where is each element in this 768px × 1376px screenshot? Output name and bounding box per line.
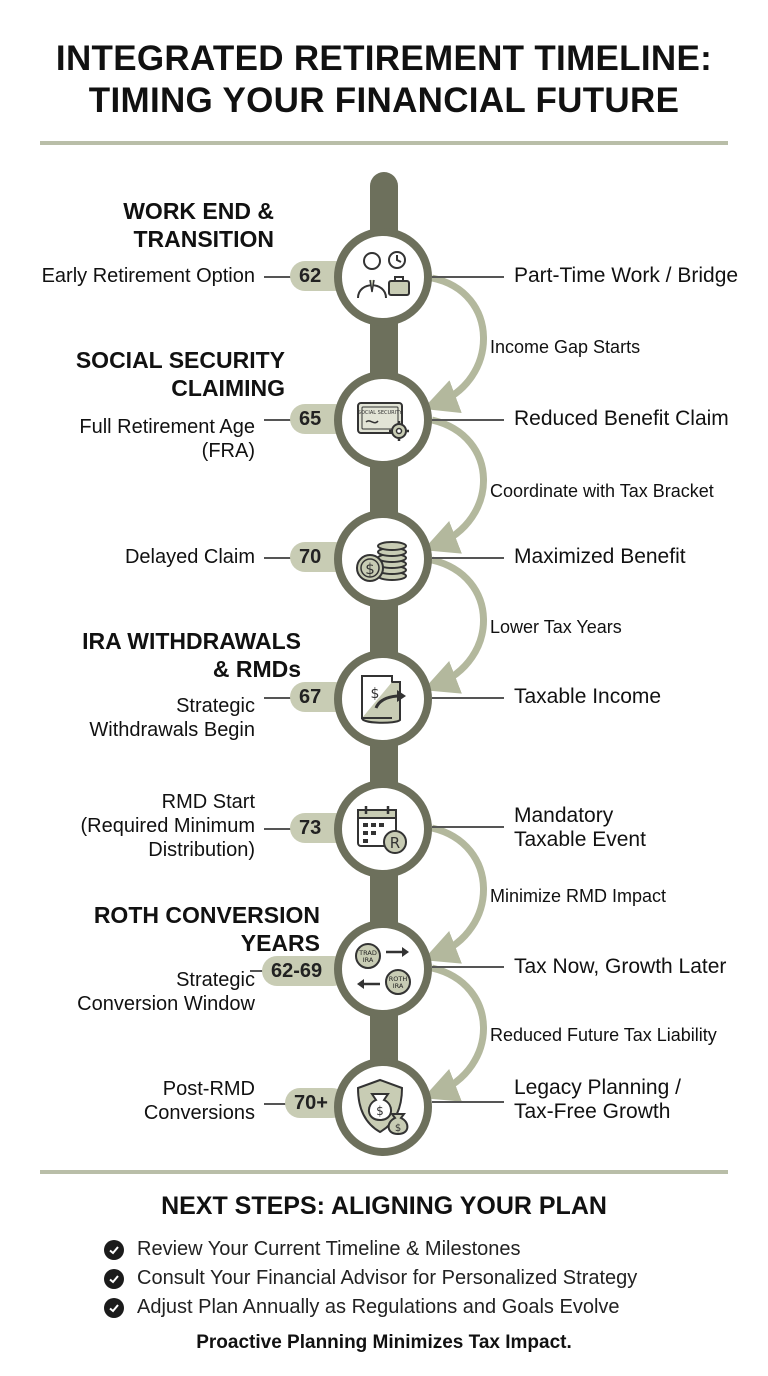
connector-right-70: [432, 557, 504, 559]
transition-note-3: Lower Tax Years: [490, 617, 622, 637]
footer-tagline: Proactive Planning Minimizes Tax Impact.: [196, 1332, 572, 1353]
social-security-card-gear-icon: SOCIAL SECURITY: [357, 402, 409, 441]
section-roth-conversion: ROTH CONVERSION YEARS: [93, 902, 320, 956]
connector-right-62: [432, 276, 504, 278]
arrow-62-to-65: [422, 274, 487, 413]
list-item: Consult Your Financial Advisor for Perso…: [104, 1264, 637, 1293]
arrow-73-to-roth: [422, 824, 487, 964]
checkmark-icon: [104, 1268, 124, 1289]
rmd-calendar-icon: R: [357, 806, 407, 854]
connector-right-67: [432, 697, 504, 699]
card-text: SOCIAL SECURITY: [358, 410, 403, 416]
milestone-node-67: $: [334, 650, 432, 748]
milestone-62-right-text: Part-Time Work / Bridge: [514, 264, 739, 287]
milestone-node-70plus: $ $: [334, 1058, 432, 1156]
connector-left-65: [264, 419, 294, 421]
milestone-node-65: SOCIAL SECURITY: [334, 371, 432, 469]
milestone-73-left-text: RMD Start (Required Minimum Distribution…: [80, 791, 256, 861]
arrow-65-to-70: [422, 416, 487, 554]
connector-right-70plus: [432, 1101, 504, 1103]
milestone-62-69-left-text: Strategic Conversion Window: [77, 969, 255, 1015]
connector-left-70plus: [264, 1103, 294, 1105]
dollar-sign: $: [371, 686, 380, 702]
next-steps-title: NEXT STEPS: ALIGNING YOUR PLAN: [161, 1192, 607, 1220]
milestone-70-left-text: Delayed Claim: [124, 546, 255, 568]
title-line-1: INTEGRATED RETIREMENT TIMELINE:: [55, 39, 713, 78]
section-social-security: SOCIAL SECURITY CLAIMING: [75, 347, 285, 401]
connector-right-73: [432, 826, 504, 828]
connector-left-70: [264, 557, 294, 559]
connector-left-73: [264, 828, 294, 830]
withdrawal-document-icon: $: [361, 675, 406, 724]
connector-left-62: [264, 276, 294, 278]
list-item: Adjust Plan Annually as Regulations and …: [104, 1293, 637, 1322]
milestone-node-70: $: [334, 510, 432, 608]
milestone-62-left-text: Early Retirement Option: [41, 265, 255, 287]
milestone-node-73: R: [334, 780, 432, 878]
milestone-70plus-left-text: Post-RMD Conversions: [143, 1078, 255, 1124]
next-step-text: Review Your Current Timeline & Milestone…: [137, 1238, 521, 1260]
transition-note-4: Minimize RMD Impact: [490, 886, 667, 906]
top-divider: [40, 141, 728, 145]
briefcase-worker-icon: [357, 251, 410, 299]
milestone-70-right-text: Maximized Benefit: [514, 545, 686, 568]
milestone-65-right-text: Reduced Benefit Claim: [514, 407, 729, 430]
bottom-divider: [40, 1170, 728, 1174]
connector-right-62-69: [432, 966, 504, 968]
dollar-sign: $: [365, 560, 375, 578]
roth-ira-label: IRA: [393, 982, 404, 990]
arrow-70-to-67: [422, 556, 487, 694]
milestone-node-62: [334, 228, 432, 326]
milestone-73-right-text: Mandatory Taxable Event: [514, 804, 646, 851]
trad-label: TRAD: [358, 949, 377, 957]
milestone-65-left-text: Full Retirement Age (FRA): [79, 416, 255, 462]
dollar-sign: $: [376, 1104, 384, 1118]
milestone-70plus-right-text: Legacy Planning / Tax-Free Growth: [514, 1076, 681, 1123]
age-badge-62-69: 62-69: [262, 956, 348, 986]
dollar-sign: $: [395, 1123, 401, 1134]
checkmark-icon: [104, 1297, 124, 1318]
rmd-letter: R: [390, 834, 400, 852]
milestone-67-right-text: Taxable Income: [514, 685, 662, 708]
page-title: INTEGRATED RETIREMENT TIMELINE: TIMING Y…: [0, 38, 768, 122]
milestone-62-69-right-text: Tax Now, Growth Later: [514, 955, 727, 978]
checkmark-icon: [104, 1239, 124, 1260]
connector-left-62-69: [250, 970, 270, 972]
connector-right-65: [432, 419, 504, 421]
milestone-67-left-text: Strategic Withdrawals Begin: [89, 695, 255, 741]
shield-money-bag-icon: $ $: [356, 1078, 409, 1136]
coin-stack-icon: $: [356, 541, 407, 582]
next-step-text: Adjust Plan Annually as Regulations and …: [137, 1296, 620, 1318]
milestone-node-62-69: TRAD IRA ROTH IRA: [334, 920, 432, 1018]
section-ira-withdrawals: IRA WITHDRAWALS & RMDs: [82, 628, 301, 682]
section-work-end: WORK END & TRANSITION: [123, 198, 274, 252]
title-line-2: TIMING YOUR FINANCIAL FUTURE: [88, 81, 680, 120]
transition-note-5: Reduced Future Tax Liability: [490, 1025, 717, 1045]
trad-roth-exchange-icon: TRAD IRA ROTH IRA: [355, 943, 411, 995]
next-step-text: Consult Your Financial Advisor for Perso…: [137, 1267, 638, 1289]
roth-label: ROTH: [389, 975, 408, 983]
transition-note-1: Income Gap Starts: [490, 337, 641, 357]
next-steps-list: Review Your Current Timeline & Milestone…: [104, 1235, 637, 1322]
list-item: Review Your Current Timeline & Milestone…: [104, 1235, 637, 1264]
arrow-roth-to-70plus: [422, 964, 487, 1102]
trad-ira-label: IRA: [363, 956, 374, 964]
transition-note-2: Coordinate with Tax Bracket: [490, 481, 714, 501]
connector-left-67: [264, 697, 294, 699]
